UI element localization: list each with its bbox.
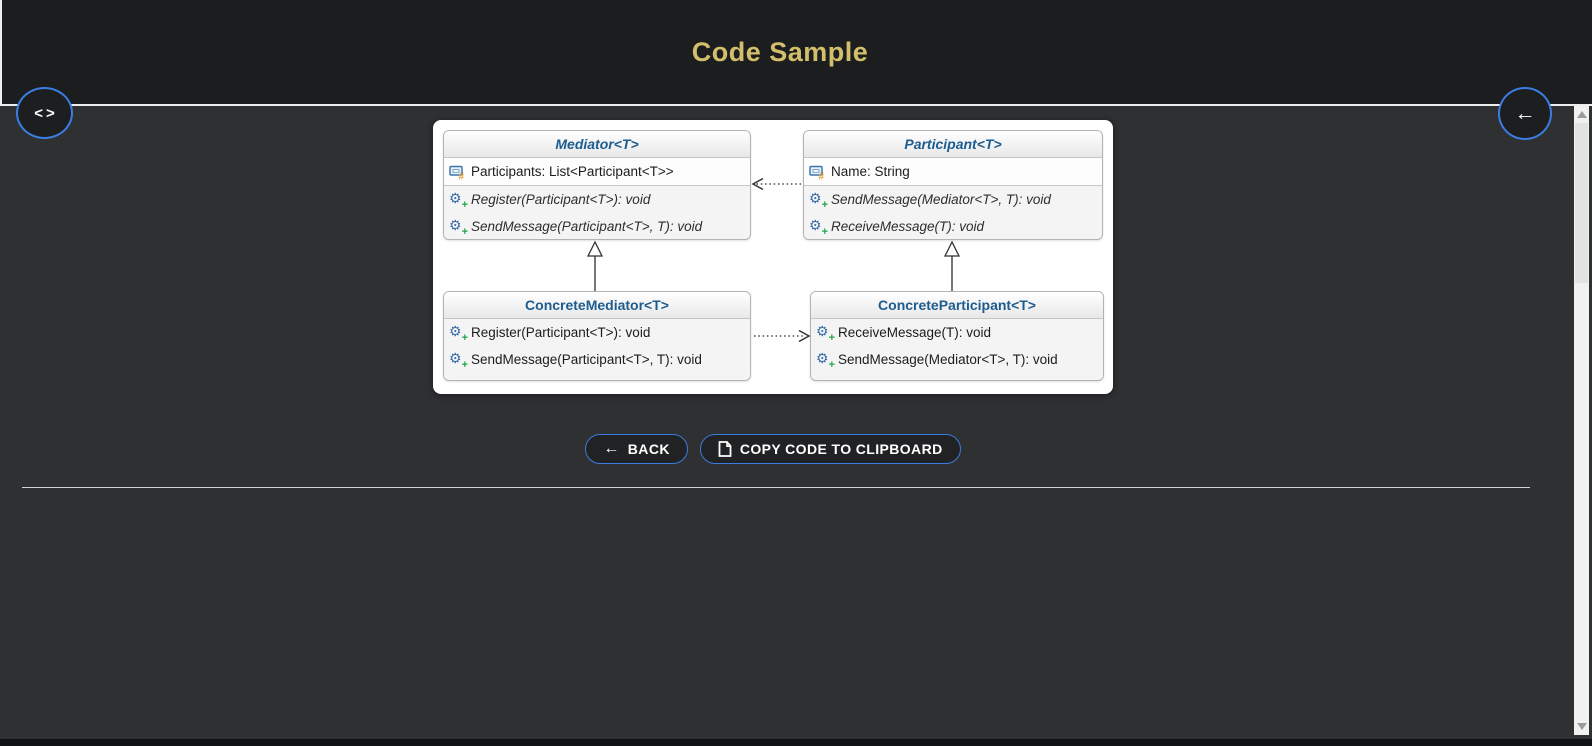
uml-methods-section: ⚙ + SendMessage(Mediator<T>, T): void ⚙ …	[804, 186, 1102, 239]
uml-class-name: ConcreteParticipant<T>	[811, 292, 1103, 319]
uml-fields-section: # Participants: List<Participant<T>>	[444, 158, 750, 186]
back-button-label: BACK	[627, 441, 670, 457]
uml-method-text: Register(Participant<T>): void	[471, 192, 651, 207]
copy-button-label: COPY CODE TO CLIPBOARD	[739, 441, 943, 457]
uml-method-row: ⚙ + ReceiveMessage(T): void	[804, 213, 1102, 239]
uml-method-row: ⚙ + SendMessage(Participant<T>, T): void	[444, 346, 750, 373]
uml-methods-section: ⚙ + Register(Participant<T>): void ⚙ + S…	[444, 186, 750, 239]
hash-badge: #	[819, 171, 825, 180]
field-icon: #	[809, 164, 827, 182]
uml-field-row: # Name: String	[804, 158, 1102, 185]
public-plus-badge: +	[461, 199, 468, 211]
uml-class-participant: Participant<T> # Name: String	[803, 130, 1103, 240]
uml-methods-section: ⚙ + Register(Participant<T>): void ⚙ + S…	[444, 319, 750, 380]
uml-method-text: SendMessage(Participant<T>, T): void	[471, 219, 703, 234]
uml-method-text: Register(Participant<T>): void	[471, 325, 651, 340]
uml-method-text: ReceiveMessage(T): void	[838, 325, 992, 340]
uml-fields-section: # Name: String	[804, 158, 1102, 186]
scrollbar-up-arrow-icon[interactable]	[1576, 111, 1587, 118]
uml-methods-section: ⚙ + ReceiveMessage(T): void ⚙ + SendMess…	[811, 319, 1103, 380]
uml-method-row: ⚙ + ReceiveMessage(T): void	[811, 319, 1103, 346]
hash-badge: #	[459, 171, 465, 180]
public-plus-badge: +	[461, 359, 468, 371]
uml-class-name: ConcreteMediator<T>	[444, 292, 750, 319]
public-plus-badge: +	[828, 332, 835, 344]
method-gear-icon: ⚙ +	[449, 323, 468, 344]
scrollbar-down-arrow-icon[interactable]	[1576, 723, 1587, 730]
method-gear-icon: ⚙ +	[449, 217, 468, 238]
vertical-scrollbar[interactable]	[1574, 106, 1589, 735]
copy-document-icon	[718, 441, 732, 457]
field-icon: #	[449, 164, 467, 182]
uml-class-concrete-mediator: ConcreteMediator<T> ⚙ + Register(Partici…	[443, 291, 751, 381]
section-divider	[22, 487, 1530, 488]
left-arrow-icon: ←	[1514, 101, 1536, 125]
method-gear-icon: ⚙ +	[449, 350, 468, 371]
panel-back-button[interactable]: ←	[1498, 87, 1552, 140]
method-gear-icon: ⚙ +	[449, 190, 468, 211]
header: Code Sample	[0, 0, 1592, 106]
uml-field-row: # Participants: List<Participant<T>>	[444, 158, 750, 185]
uml-diagram-panel: Mediator<T> # Participants: List<Partici…	[433, 120, 1113, 394]
code-toggle-button[interactable]: <>	[16, 87, 73, 139]
scrollbar-thumb[interactable]	[1575, 123, 1588, 283]
uml-method-row: ⚙ + SendMessage(Participant<T>, T): void	[444, 213, 750, 239]
code-icon: <>	[34, 104, 58, 122]
uml-method-row: ⚙ + SendMessage(Mediator<T>, T): void	[804, 186, 1102, 213]
back-arrow-icon: ←	[603, 440, 620, 457]
public-plus-badge: +	[821, 199, 828, 211]
public-plus-badge: +	[828, 359, 835, 371]
uml-class-name: Participant<T>	[804, 131, 1102, 158]
uml-class-mediator: Mediator<T> # Participants: List<Partici…	[443, 130, 751, 240]
uml-class-concrete-participant: ConcreteParticipant<T> ⚙ + ReceiveMessag…	[810, 291, 1104, 381]
back-button[interactable]: ← BACK	[585, 434, 688, 464]
method-gear-icon: ⚙ +	[816, 350, 835, 371]
uml-field-text: Name: String	[831, 164, 910, 179]
uml-field-text: Participants: List<Participant<T>>	[471, 164, 674, 179]
copy-code-button[interactable]: COPY CODE TO CLIPBOARD	[699, 434, 961, 464]
method-gear-icon: ⚙ +	[809, 190, 828, 211]
public-plus-badge: +	[461, 332, 468, 344]
uml-method-row: ⚙ + Register(Participant<T>): void	[444, 319, 750, 346]
uml-method-row: ⚙ + Register(Participant<T>): void	[444, 186, 750, 213]
public-plus-badge: +	[821, 226, 828, 238]
method-gear-icon: ⚙ +	[809, 217, 828, 238]
uml-method-text: SendMessage(Participant<T>, T): void	[471, 352, 702, 367]
uml-method-row: ⚙ + SendMessage(Mediator<T>, T): void	[811, 346, 1103, 373]
page-title: Code Sample	[691, 36, 869, 67]
uml-class-name: Mediator<T>	[444, 131, 750, 158]
method-gear-icon: ⚙ +	[816, 323, 835, 344]
public-plus-badge: +	[461, 226, 468, 238]
uml-method-text: SendMessage(Mediator<T>, T): void	[838, 352, 1058, 367]
bottom-bar	[0, 739, 1592, 746]
uml-method-text: ReceiveMessage(T): void	[831, 219, 985, 234]
uml-method-text: SendMessage(Mediator<T>, T): void	[831, 192, 1051, 207]
action-button-row: ← BACK COPY CODE TO CLIPBOARD	[0, 434, 1546, 464]
